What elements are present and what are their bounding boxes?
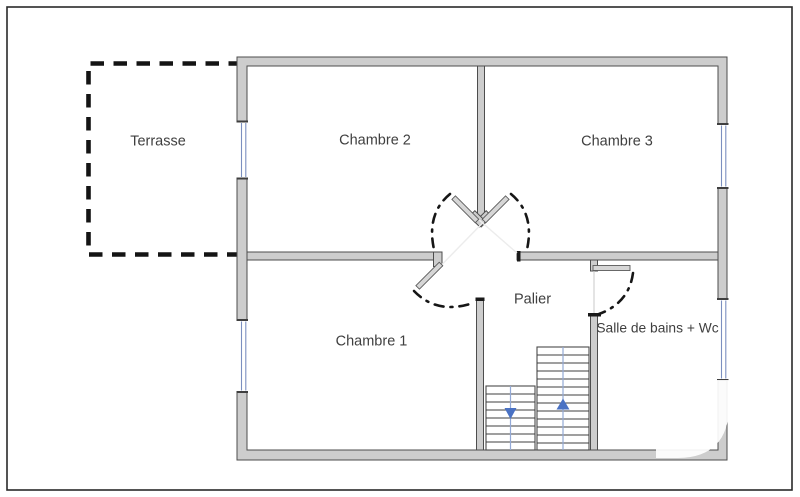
room-label-chambre3: Chambre 3 — [581, 134, 653, 150]
terrace-dashed-outline — [86, 61, 247, 257]
staircase — [485, 346, 590, 451]
wall-end-cap — [475, 297, 485, 301]
stair-flight-down — [485, 385, 536, 451]
image-frame-border — [6, 6, 793, 491]
room-label-salle-de-bains: Salle de bains + Wc — [596, 321, 718, 336]
wall-chambre1-palier — [476, 299, 484, 451]
stairs-down-arrow-icon — [504, 408, 517, 419]
window-symbol-right-upper — [716, 123, 729, 189]
door-swing-arc-bathroom — [597, 271, 635, 316]
wall-chambre1-chambre2 — [246, 251, 435, 261]
wall-end-cap — [588, 313, 601, 317]
door-swing-arc-chambre3 — [509, 192, 531, 249]
door-swing-arc-chambre2 — [430, 192, 452, 249]
door-swing-arc-chambre1 — [412, 289, 475, 309]
stair-flight-up — [536, 346, 590, 451]
watermark-corner-overlay — [656, 380, 729, 458]
stairs-up-arrow-icon — [556, 398, 570, 410]
window-symbol-left-lower — [236, 319, 249, 393]
room-label-terrasse: Terrasse — [130, 134, 186, 150]
wall-chambre3-palier — [516, 251, 719, 261]
door-leaf-chambre2 — [451, 195, 480, 224]
room-label-chambre2: Chambre 2 — [339, 133, 411, 149]
room-label-chambre1: Chambre 1 — [336, 334, 408, 350]
window-symbol-left-upper — [236, 120, 249, 180]
interior-walls — [246, 65, 719, 451]
door-leaf-chambre1 — [415, 261, 444, 290]
room-label-palier: Palier — [514, 292, 551, 308]
wall-chambre2-chambre3 — [477, 65, 485, 217]
door-leaf-bathroom — [592, 265, 631, 271]
door-leaf-chambre3 — [481, 195, 510, 224]
wall-end-cap — [517, 251, 521, 262]
window-symbol-right-lower — [716, 298, 729, 381]
